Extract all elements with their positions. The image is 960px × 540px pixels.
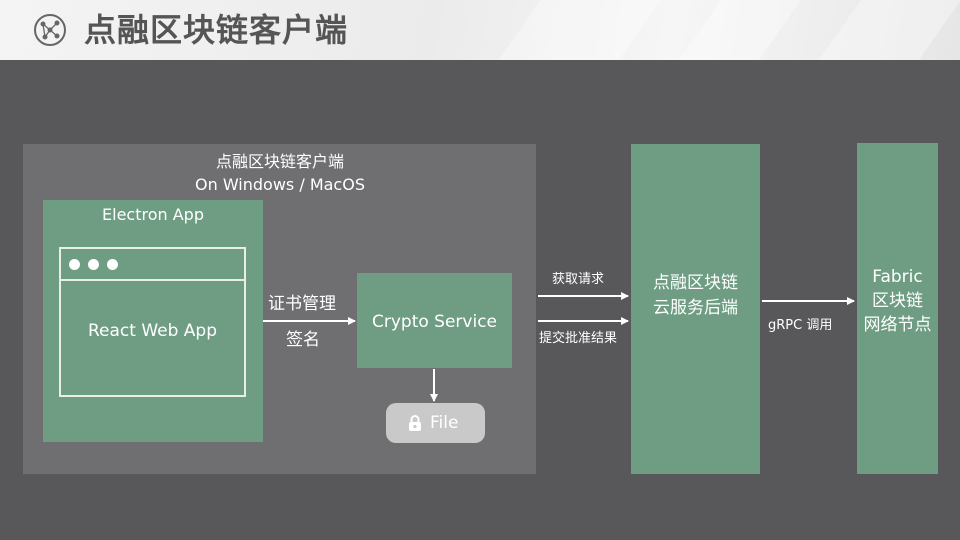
edge-label-sign: 签名 [286,330,320,350]
lock-icon [409,415,421,431]
page-title: 点融区块链客户端 [84,11,349,49]
network-globe-icon [34,14,66,46]
browser-title-bar [61,249,244,281]
header-facet [818,0,960,60]
file-label: File [430,413,459,433]
edge-label-fetch-request: 获取请求 [552,272,605,287]
client-title-line1: 点融区块链客户端 [215,152,344,171]
edge-label-submit-result: 提交批准结果 [539,331,618,346]
edge-label-cert-manage: 证书管理 [268,294,336,314]
cloud-backend-node [631,144,760,474]
header-facet [498,0,662,60]
fabric-label-line3: 网络节点 [863,315,932,335]
electron-app-node [43,200,263,442]
electron-app-label: Electron App [102,205,204,224]
cloud-label-line2: 云服务后端 [653,298,738,318]
crypto-service-node [357,273,512,368]
file-node [386,403,485,443]
fabric-node-label: Fabric 区块链 网络节点 [857,265,938,337]
header-facet [678,0,802,60]
browser-window-icon: React Web App [59,247,246,397]
fabric-label-line2: 区块链 [872,291,923,311]
fabric-node [857,143,938,474]
edge-label-grpc-call: gRPC 调用 [768,318,833,333]
cloud-backend-label: 点融区块链 云服务后端 [631,271,760,321]
crypto-service-label: Crypto Service [371,312,497,332]
react-web-app-label: React Web App [87,321,218,341]
client-container-title: 点融区块链客户端 On Windows / MacOS [0,150,560,196]
window-dot-icon [88,259,99,270]
fabric-label-line1: Fabric [872,267,923,287]
cloud-label-line1: 点融区块链 [653,273,738,293]
window-dot-icon [107,259,118,270]
window-dot-icon [69,259,80,270]
header-bar: 点融区块链客户端 [0,0,960,60]
client-title-line2: On Windows / MacOS [195,175,365,194]
